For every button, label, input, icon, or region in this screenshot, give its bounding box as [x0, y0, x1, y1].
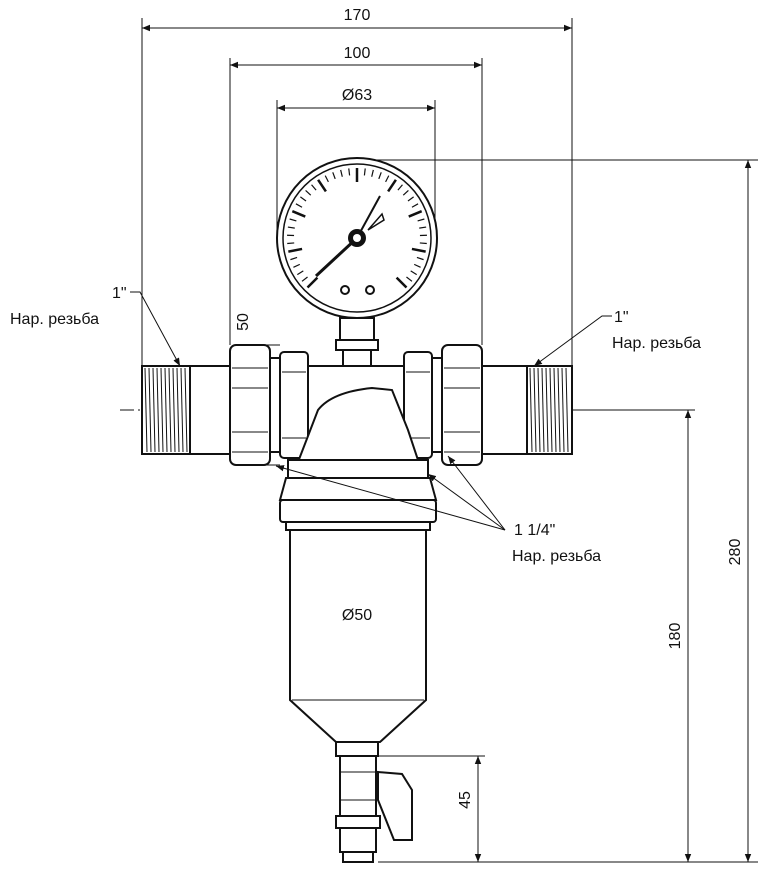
thread-line [160, 367, 164, 453]
filter-bowl [289, 529, 427, 743]
flow-deflector [296, 386, 420, 464]
thread-line [537, 367, 541, 453]
gauge-tick [419, 242, 427, 245]
gauge-tick [411, 247, 426, 253]
thread-line [164, 367, 168, 453]
gauge-tick [417, 218, 425, 222]
gauge-tick [290, 256, 298, 261]
gauge-marker [367, 212, 385, 231]
dim-total-height: 280 [727, 539, 744, 566]
leader-lines [130, 291, 612, 531]
gauge-tick [413, 263, 421, 268]
gauge-needle [314, 236, 359, 278]
label-union-thread-type: Нар. резьба [512, 548, 601, 565]
dim-port-height: 50 [235, 313, 252, 331]
gauge-tick [340, 169, 343, 177]
pressure-gauge [276, 157, 438, 369]
gauge-stem [339, 317, 375, 341]
gauge-screw-right [365, 285, 375, 295]
gauge-tick [297, 270, 304, 276]
gauge-tick [301, 276, 308, 282]
gauge-tick [402, 190, 409, 196]
gauge-tick [306, 276, 319, 289]
left-union-nut [229, 344, 309, 466]
gauge-tick [305, 190, 312, 196]
thread-line [148, 367, 152, 453]
gauge-tick [348, 168, 351, 176]
thread-line [529, 367, 533, 453]
gauge-screw-left [340, 285, 350, 295]
right-union-nut [403, 344, 483, 466]
thread-line [553, 367, 557, 453]
drain-handle [377, 770, 413, 841]
gauge-tick [397, 184, 403, 191]
right-outlet-thread [481, 365, 573, 455]
gauge-tick [288, 247, 303, 253]
gauge-tick [411, 203, 419, 208]
gauge-tick [311, 184, 317, 191]
thread-line [180, 367, 184, 453]
label-right-thread-type: Нар. резьба [612, 335, 701, 352]
gauge-tick [408, 210, 423, 218]
gauge-tick [410, 270, 417, 276]
thread-line [549, 367, 553, 453]
left-inlet-thread [141, 365, 233, 455]
gauge-tick [317, 179, 327, 193]
thread-line [565, 367, 569, 453]
gauge-tick [407, 196, 414, 202]
gauge-tick [387, 179, 397, 193]
label-left-thread-size: 1" [112, 285, 127, 302]
label-left-thread-type: Нар. резьба [10, 311, 99, 328]
thread-line [176, 367, 180, 453]
gauge-tick [371, 169, 374, 177]
gauge-tick [289, 218, 297, 222]
gauge-tick [324, 175, 329, 183]
gauge-tick [291, 210, 306, 218]
gauge-tick [416, 256, 424, 261]
gauge-tick [419, 226, 427, 229]
gauge-tick [363, 168, 366, 176]
gauge-tick [287, 226, 295, 229]
gauge-tick [378, 172, 382, 180]
thread-line [168, 367, 172, 453]
gauge-tick [395, 276, 408, 289]
gauge-tick [293, 263, 301, 268]
dim-gauge-diameter: Ø63 [342, 87, 372, 104]
gauge-tick [287, 242, 295, 245]
dim-gauge-span: 100 [344, 45, 371, 62]
thread-line [557, 367, 561, 453]
thread-line [541, 367, 545, 453]
dim-bowl-diameter: Ø50 [342, 607, 372, 624]
label-union-thread-size: 1 1/4" [514, 522, 555, 539]
thread-line [156, 367, 160, 453]
gauge-scale [287, 168, 427, 289]
dim-axis-to-bottom: 180 [667, 623, 684, 650]
drain-valve [335, 741, 413, 863]
thread-line [545, 367, 549, 453]
thread-line [172, 367, 176, 453]
dim-overall-width: 170 [344, 7, 371, 24]
thread-line [561, 367, 565, 453]
label-right-thread-size: 1" [614, 309, 629, 326]
thread-line [184, 367, 188, 453]
thread-line [533, 367, 537, 453]
gauge-tick [332, 172, 336, 180]
thread-line [152, 367, 156, 453]
gauge-tick [385, 175, 390, 183]
dim-drain-length: 45 [457, 791, 474, 809]
gauge-tick [295, 203, 303, 208]
gauge-tick [300, 196, 307, 202]
thread-line [144, 367, 148, 453]
gauge-tick [406, 276, 413, 282]
